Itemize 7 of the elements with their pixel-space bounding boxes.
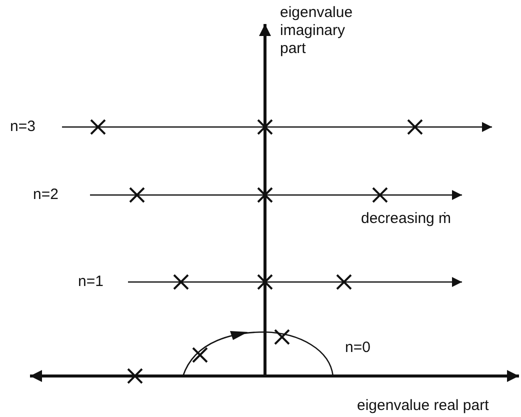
mode-label: n=0 <box>345 339 370 357</box>
mode-label: n=2 <box>33 186 58 204</box>
axis-label: eigenvalue real part <box>357 397 489 415</box>
mode-label: n=1 <box>78 273 104 291</box>
annotation-text: decreasing ṁ <box>361 210 452 228</box>
mode-label: n=3 <box>10 118 36 136</box>
axis-label: eigenvalue imaginary part <box>280 4 354 58</box>
